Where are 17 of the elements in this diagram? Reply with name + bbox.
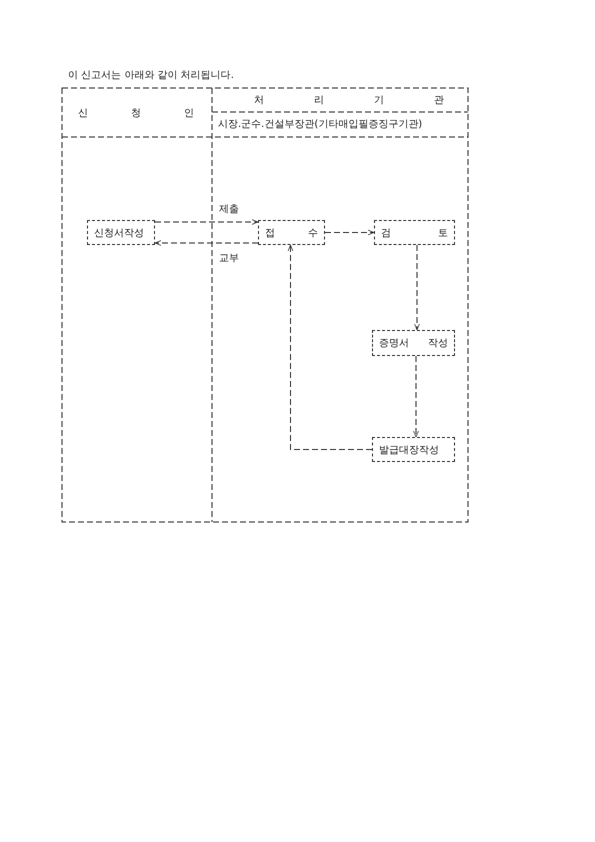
header-cell-text: 처 리 기 관 (254, 94, 444, 107)
process-box: 신청서작성 (87, 220, 155, 245)
process-box: 증명서 작성 (372, 330, 455, 356)
edge-label: 교부 (219, 252, 239, 265)
header-cell-text: 시장.군수.건설부장관(기타매입필증징구기관) (218, 118, 422, 131)
title-text: 이 신고서는 아래와 같이 처리됩니다. (68, 69, 234, 82)
process-box: 발급대장작성 (372, 437, 455, 462)
arrow (324, 230, 374, 236)
header-cell-text: 신 청 인 (78, 107, 194, 120)
arrow (414, 244, 420, 330)
arrow (154, 240, 258, 246)
edge-label: 제출 (219, 203, 239, 216)
process-box: 접 수 (258, 220, 325, 245)
arrow (288, 244, 372, 450)
process-box: 검 토 (374, 220, 455, 245)
arrow (413, 356, 419, 438)
arrow (154, 219, 258, 225)
